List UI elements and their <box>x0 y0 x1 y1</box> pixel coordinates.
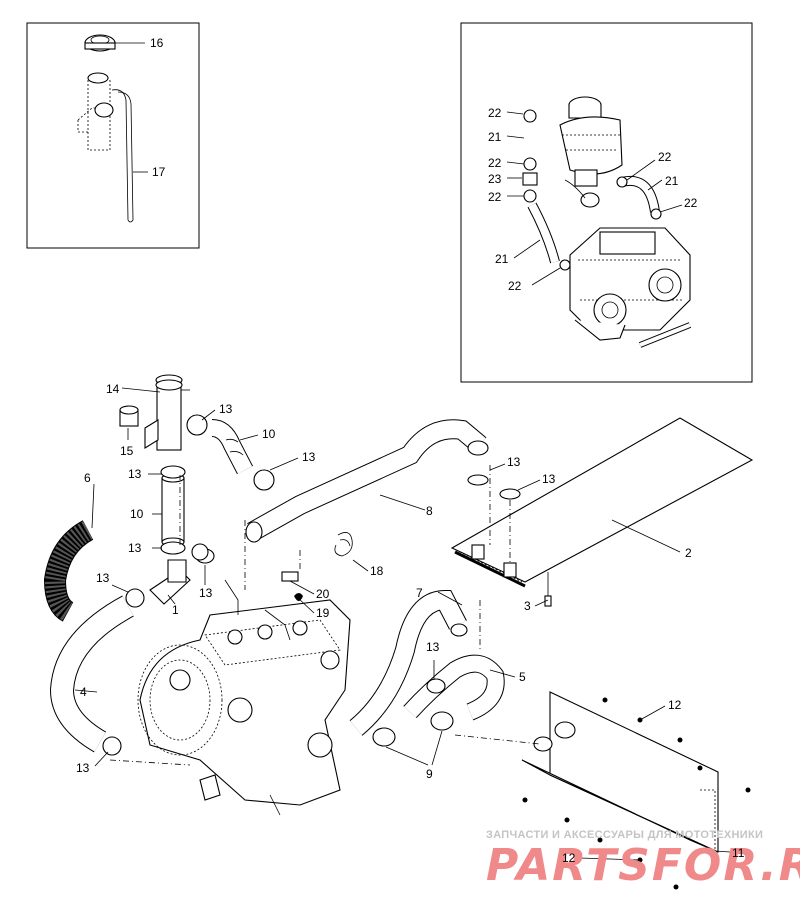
hose-clamp[interactable] <box>426 678 446 694</box>
callout-21: 21 <box>488 130 502 144</box>
spring-clip[interactable] <box>334 532 353 557</box>
fitting[interactable] <box>522 172 538 186</box>
callout-18: 18 <box>370 564 384 578</box>
screws[interactable] <box>522 697 751 890</box>
callout-1: 1 <box>172 603 179 617</box>
hose-clamp[interactable] <box>253 469 275 491</box>
callout-13: 13 <box>507 455 521 469</box>
filler-neck <box>77 72 114 151</box>
callout-21: 21 <box>665 174 679 188</box>
hose-clamp[interactable] <box>467 474 489 486</box>
coupler[interactable] <box>372 727 396 747</box>
long-radiator-hose[interactable] <box>245 419 489 543</box>
callout-13: 13 <box>302 450 316 464</box>
callout-13: 13 <box>426 640 440 654</box>
plug[interactable] <box>119 405 139 427</box>
callout-23: 23 <box>488 172 502 186</box>
filler-neck-housing[interactable] <box>144 374 190 451</box>
callout-13: 13 <box>76 761 90 775</box>
hose-clamp[interactable] <box>125 588 145 608</box>
leaders <box>74 387 731 861</box>
corrugated-hose[interactable] <box>43 520 94 622</box>
callout-7: 7 <box>416 586 423 600</box>
callout-17: 17 <box>152 165 166 179</box>
callout-20: 20 <box>316 587 330 601</box>
coupler[interactable] <box>430 711 454 731</box>
hose-clamp[interactable] <box>191 543 209 561</box>
inset-expansion-tank: 22 21 22 23 22 22 21 22 21 22 <box>460 22 753 383</box>
callout-22: 22 <box>684 196 698 210</box>
callout-3: 3 <box>524 599 531 613</box>
callout-13: 13 <box>128 467 142 481</box>
bypass-hose-left[interactable] <box>527 202 560 264</box>
hose-clamp[interactable] <box>160 465 186 479</box>
callout-13: 13 <box>128 541 142 555</box>
callout-5: 5 <box>519 670 526 684</box>
elbow-hose-upper[interactable] <box>211 419 253 475</box>
callout-12: 12 <box>562 851 576 865</box>
watermark-tagline: ЗАПЧАСТИ И АКСЕССУАРЫ ДЛЯ МОТОТЕХНИКИ <box>486 829 763 841</box>
radiator-cap[interactable] <box>84 34 116 52</box>
inset-filler-neck: 16 17 <box>26 22 200 249</box>
callout-13: 13 <box>96 571 110 585</box>
callout-16: 16 <box>150 36 164 50</box>
callout-11: 11 <box>732 846 745 860</box>
callout-12: 12 <box>668 698 682 712</box>
callout-22: 22 <box>658 150 672 164</box>
callout-13: 13 <box>542 472 556 486</box>
hose-clamp[interactable] <box>523 109 537 123</box>
straight-tube[interactable] <box>161 473 185 547</box>
callout-22: 22 <box>488 106 502 120</box>
lower-heat-exchanger[interactable] <box>454 600 719 853</box>
callout-13: 13 <box>219 402 233 416</box>
hose-clamp[interactable] <box>102 736 122 756</box>
callout-4: 4 <box>80 685 87 699</box>
overflow-tube[interactable] <box>111 89 134 223</box>
callout-15: 15 <box>120 444 134 458</box>
callout-22: 22 <box>508 279 522 293</box>
callout-22: 22 <box>488 190 502 204</box>
hose-clamp[interactable] <box>523 157 537 171</box>
callout-6: 6 <box>84 471 91 485</box>
lower-hose[interactable] <box>49 595 134 753</box>
expansion-tank[interactable] <box>559 96 623 208</box>
hose-clamp[interactable] <box>499 488 521 500</box>
outlet-hose[interactable] <box>349 589 468 736</box>
watermark-logo: PARTSFOR.RU <box>486 840 800 891</box>
callout-2: 2 <box>685 546 692 560</box>
bypass-hose-right[interactable] <box>620 175 660 213</box>
callout-8: 8 <box>426 504 433 518</box>
callout-9: 9 <box>426 767 433 781</box>
heat-exchanger[interactable] <box>450 417 754 588</box>
engine-block <box>137 579 351 816</box>
callout-14: 14 <box>106 382 120 396</box>
callout-21: 21 <box>495 252 509 266</box>
callout-10: 10 <box>130 507 144 521</box>
hose-clamp[interactable] <box>160 541 186 555</box>
hose-clamp[interactable] <box>523 189 537 203</box>
engine-top-view <box>569 227 692 348</box>
callout-13: 13 <box>199 586 213 600</box>
watermark: ЗАПЧАСТИ И АКСЕССУАРЫ ДЛЯ МОТОТЕХНИКИ PA… <box>486 829 800 891</box>
callout-22: 22 <box>488 156 502 170</box>
s-hose[interactable] <box>403 654 505 721</box>
callout-10: 10 <box>262 427 276 441</box>
callout-19: 19 <box>316 606 330 620</box>
